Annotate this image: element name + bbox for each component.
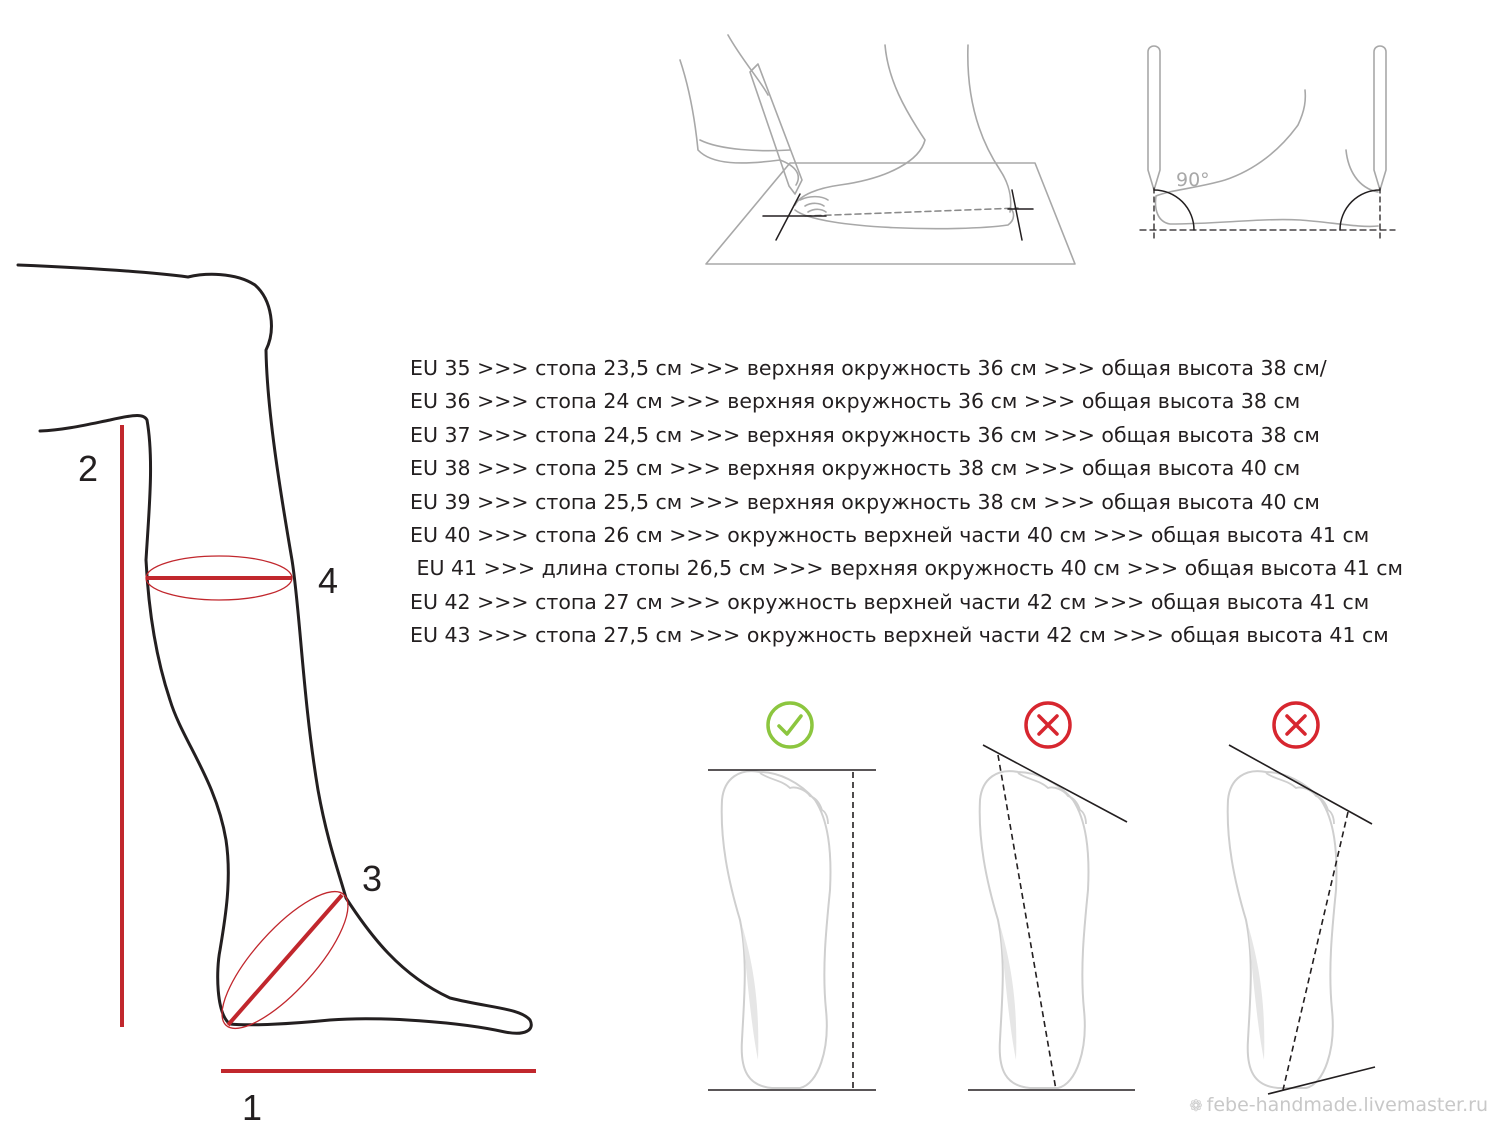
toes [799, 195, 829, 213]
label-foot-length: 1 [242, 1087, 263, 1128]
leg-front [794, 44, 926, 206]
toe-bumps [759, 772, 829, 825]
size-row-eu41: EU 41 >>> длина стопы 26,5 см >>> верхня… [410, 556, 1403, 581]
footprint-outline [978, 770, 1090, 1089]
toe-bumps [1265, 772, 1335, 825]
footprint-outline [720, 770, 832, 1089]
flower-logo-icon: ❁ [1189, 1096, 1203, 1115]
pencil-left [1147, 45, 1161, 191]
upper-circumference-ellipse [145, 555, 293, 601]
foot-tracing-illustration [679, 34, 1076, 265]
leg-outline [16, 263, 533, 1035]
length-dashed [997, 754, 1057, 1091]
length-dashed [1282, 811, 1349, 1091]
slanted-top-line [982, 744, 1128, 823]
label-ankle-circumference: 3 [362, 858, 383, 899]
footprint-correct [708, 769, 876, 1091]
check-circle-icon [766, 701, 814, 749]
watermark-text: febe-handmade.livemaster.ru [1206, 1094, 1488, 1116]
paper-sheet [705, 162, 1076, 265]
footprint-wrong-2 [1226, 744, 1376, 1095]
leg-back [967, 44, 1012, 213]
label-upper-circumference: 4 [318, 560, 339, 601]
pencil [749, 63, 803, 195]
angle-label: 90° [1176, 169, 1210, 191]
arch-shadow [1000, 925, 1017, 1060]
size-row-eu39: EU 39 >>> стопа 25,5 см >>> верхняя окру… [410, 489, 1320, 514]
arch-shadow [742, 925, 759, 1060]
ankle-circumference-ellipse [221, 890, 349, 1030]
size-row-eu35: EU 35 >>> стопа 23,5 см >>> верхняя окру… [410, 356, 1327, 380]
hand-outline [679, 34, 800, 186]
arch-shadow [1248, 925, 1265, 1060]
foot-profile [1154, 89, 1379, 228]
watermark: ❁febe-handmade.livemaster.ru [1189, 1094, 1488, 1116]
right-angle-illustration [1139, 45, 1396, 241]
red-measurements [120, 425, 536, 1073]
size-row-eu40: EU 40 >>> стопа 26 см >>> окружность вер… [410, 522, 1370, 547]
foot-axis-dashed [804, 207, 1019, 217]
size-row-eu36: EU 36 >>> стопа 24 см >>> верхняя окружн… [410, 389, 1301, 414]
footprint-wrong-1 [968, 744, 1135, 1091]
pencil-right [1373, 45, 1387, 191]
size-table: EU 35 >>> стопа 23,5 см >>> верхняя окру… [410, 352, 1403, 653]
foot-sole [794, 207, 1015, 230]
size-row-eu37: EU 37 >>> стопа 24,5 см >>> верхняя окру… [410, 422, 1320, 447]
size-row-eu38: EU 38 >>> стопа 25 см >>> верхняя окружн… [410, 456, 1301, 481]
footprint-outline [1226, 770, 1338, 1089]
x-circle-icon [1272, 701, 1320, 749]
toe-mark-v [775, 193, 801, 241]
size-row-eu42: EU 42 >>> стопа 27 см >>> окружность вер… [410, 589, 1370, 614]
x-circle-icon [1024, 701, 1072, 749]
angle-arc-right [1339, 189, 1381, 231]
slanted-top-line [1228, 744, 1373, 825]
size-row-eu43: EU 43 >>> стопа 27,5 см >>> окружность в… [410, 623, 1389, 648]
heel-mark-v [1011, 189, 1023, 241]
slanted-bottom-line [1267, 1066, 1376, 1095]
label-total-height: 2 [78, 448, 99, 489]
ankle-circumference-line [226, 893, 344, 1027]
angle-arc-left [1153, 189, 1195, 231]
toe-bumps [1017, 772, 1087, 825]
